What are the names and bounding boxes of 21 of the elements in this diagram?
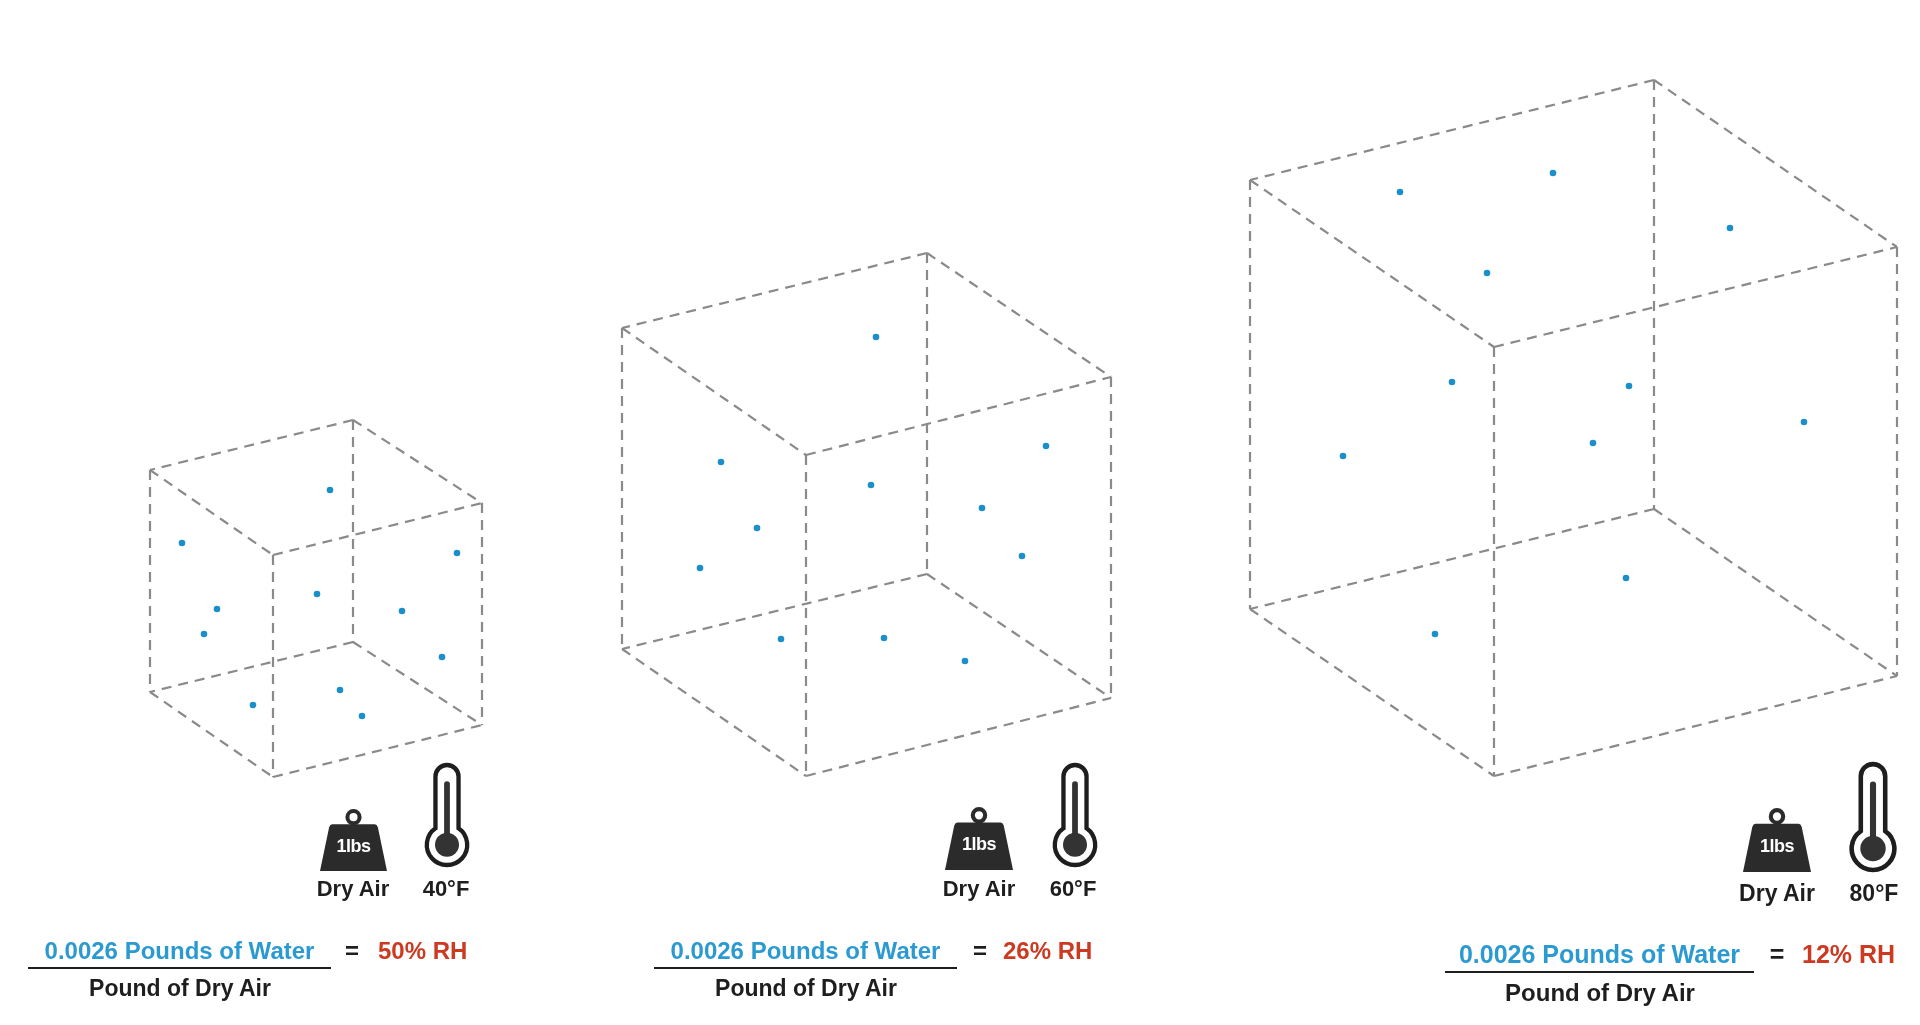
fraction-denominator: Pound of Dry Air <box>89 975 271 1002</box>
fraction-numerator: 0.0026 Pounds of Water <box>654 937 957 969</box>
weight-caption: Dry Air <box>942 876 1016 902</box>
weight-caption: Dry Air <box>316 876 390 902</box>
relative-humidity-value: 26% RH <box>1003 937 1093 965</box>
relative-humidity-value: 12% RH <box>1802 940 1896 969</box>
weight-label: 1lbs <box>336 837 371 855</box>
temperature-label: 80°F <box>1849 880 1899 907</box>
weight-caption: Dry Air <box>1739 880 1815 907</box>
equals-sign: = <box>345 937 359 965</box>
weight-label: 1lbs <box>962 835 996 853</box>
fraction-numerator: 0.0026 Pounds of Water <box>1445 940 1754 973</box>
fraction-denominator: Pound of Dry Air <box>715 975 897 1002</box>
relative-humidity-value: 50% RH <box>378 937 468 965</box>
temperature-label: 40°F <box>422 876 470 902</box>
fraction-numerator: 0.0026 Pounds of Water <box>28 937 331 969</box>
equals-sign: = <box>1769 940 1785 969</box>
equals-sign: = <box>973 937 987 965</box>
weight-label: 1lbs <box>1760 837 1794 855</box>
fraction-denominator: Pound of Dry Air <box>1505 979 1695 1007</box>
temperature-label: 60°F <box>1049 876 1097 902</box>
